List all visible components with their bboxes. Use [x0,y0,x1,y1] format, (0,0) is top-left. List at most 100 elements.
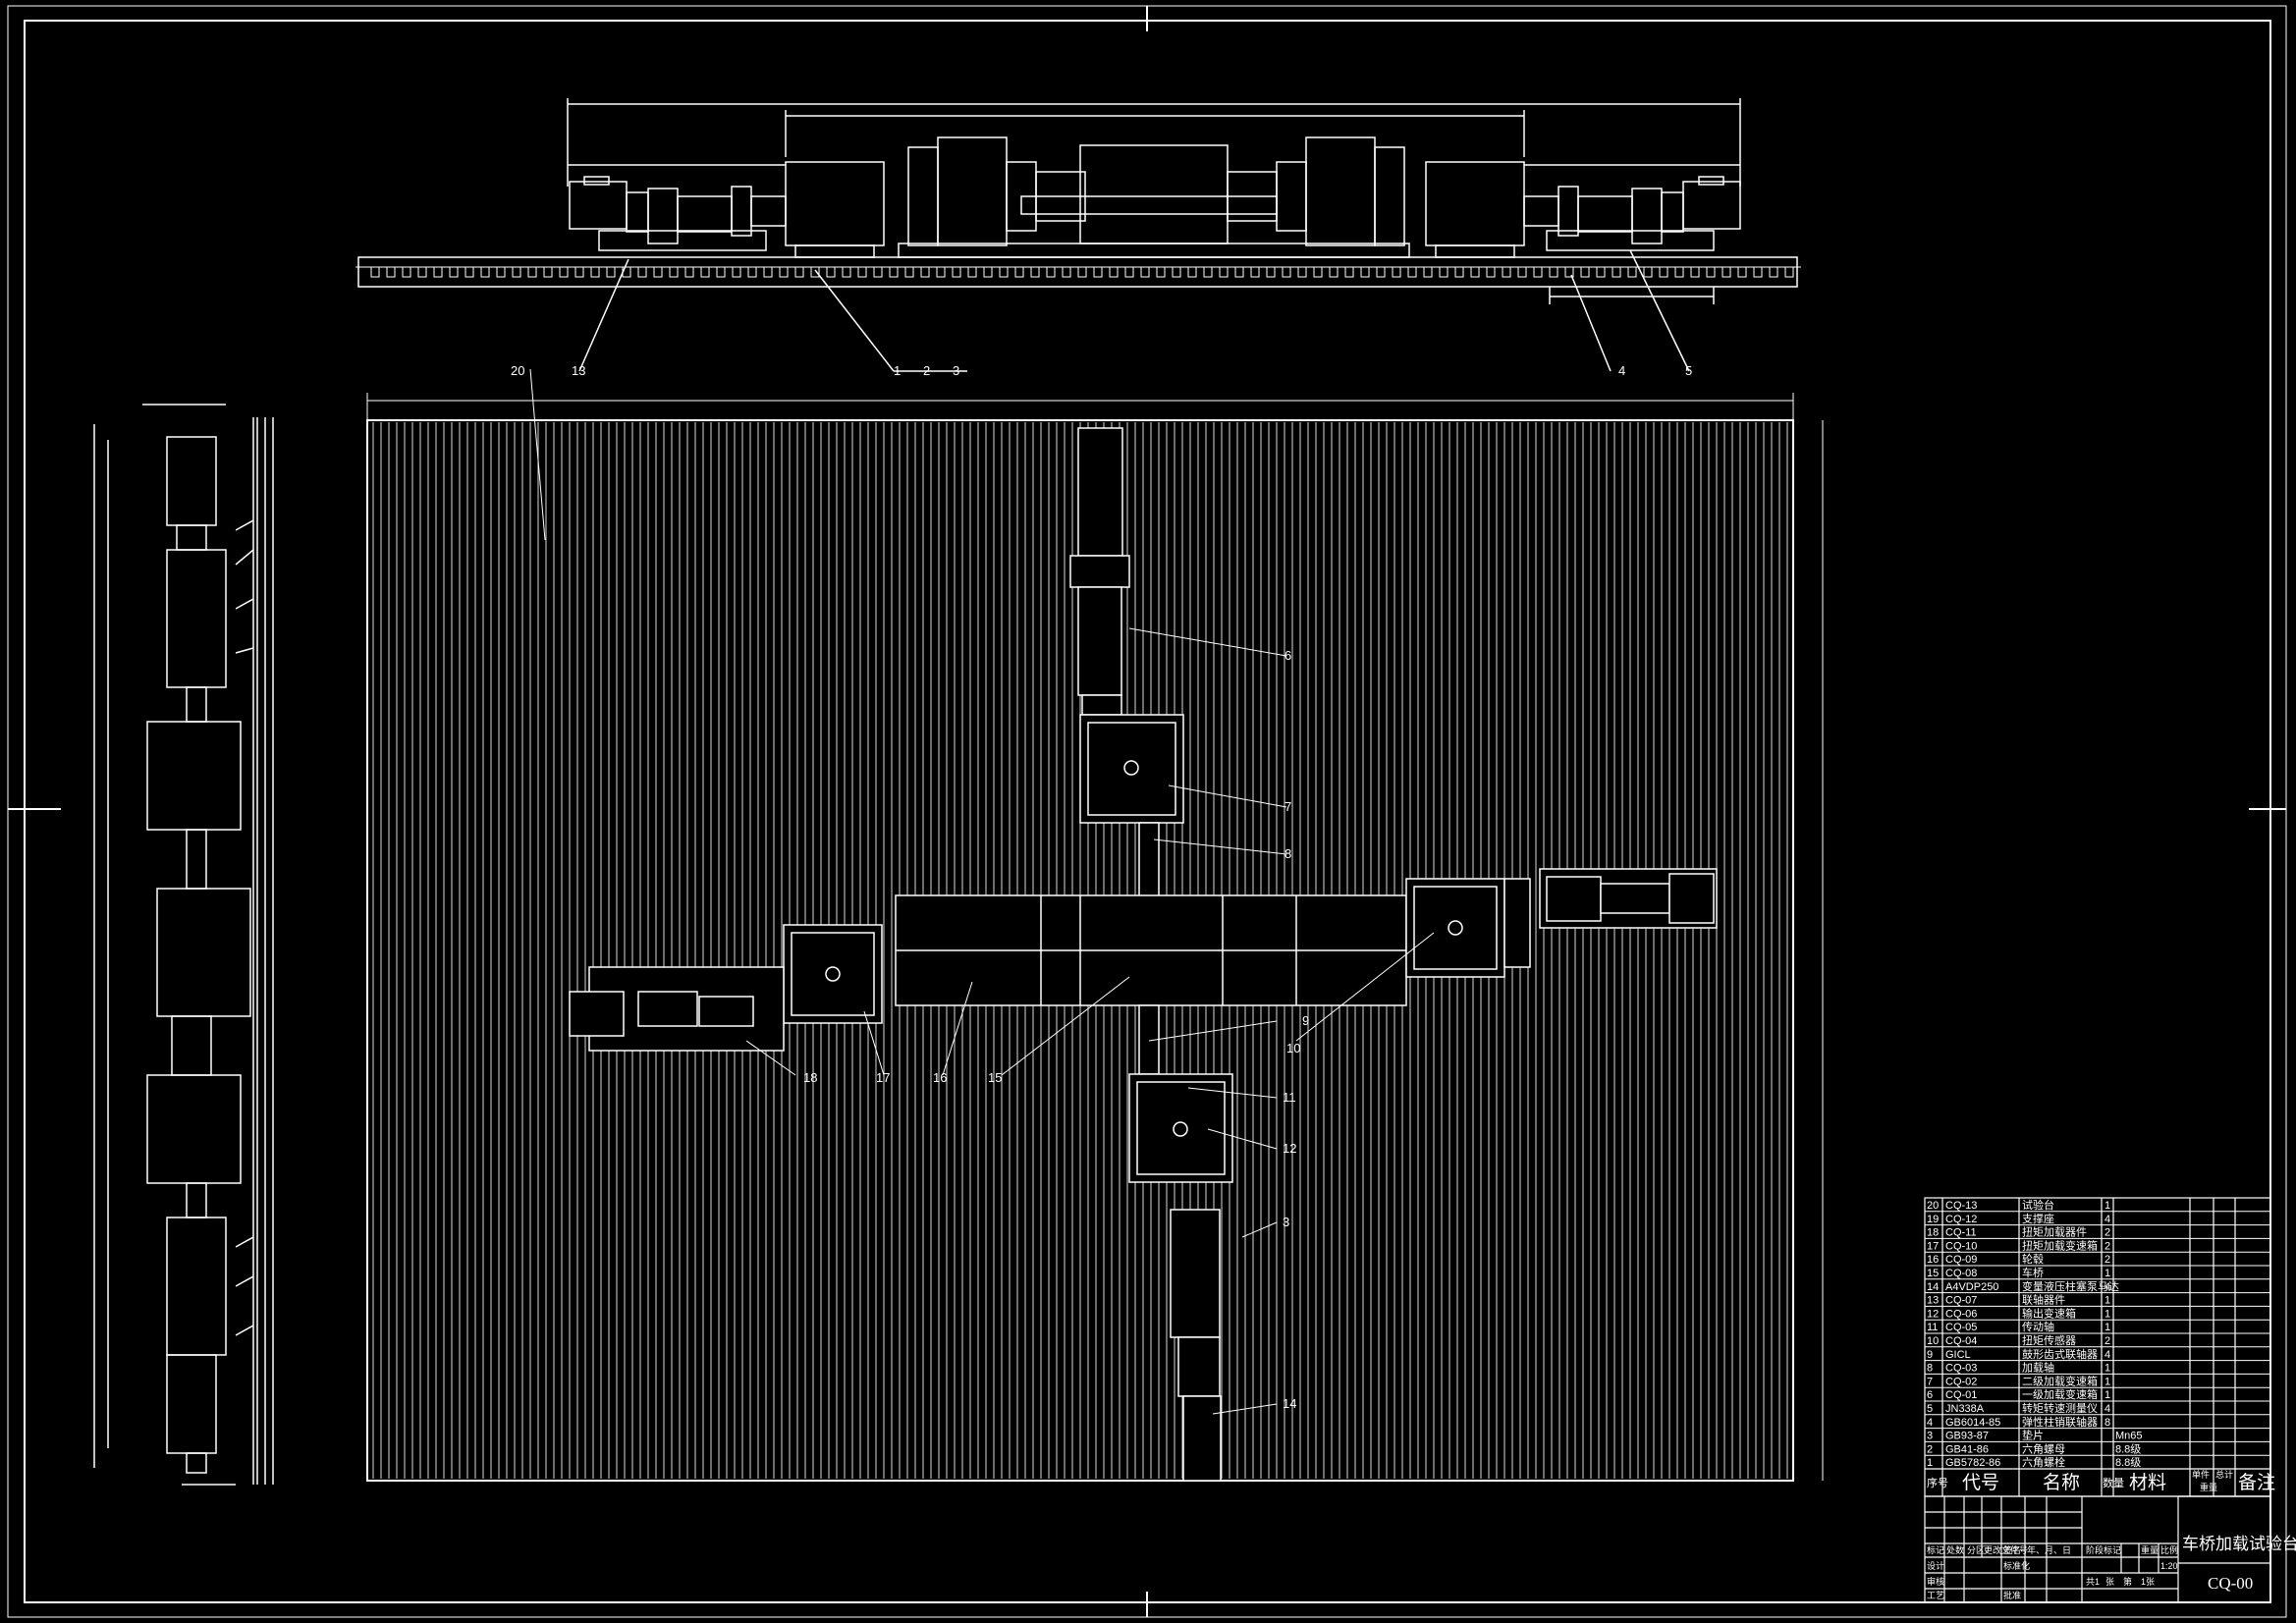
bom-name: 扭矩传感器 [2022,1333,2076,1347]
bom-name: 输出变速箱 [2022,1306,2076,1320]
bom-header-seq: 序号 [1927,1476,1948,1489]
bom-name: 车桥 [2022,1266,2044,1279]
tb-sheet-current: 1张 [2141,1577,2155,1587]
tb-signature: 签名 [2003,1544,2021,1555]
callout-16: 16 [933,1070,947,1085]
tb-approve: 批准 [2003,1590,2021,1600]
bom-seq: 9 [1927,1349,1933,1361]
bom-qty: 8 [2105,1417,2110,1429]
bom-code: CQ-05 [1945,1322,1977,1333]
callout-11: 11 [1283,1090,1296,1105]
callout-7: 7 [1285,799,1291,814]
title-block: 标记 处数 分区 更改文件号 签名 年、月、日 设计 标准化 阶段标记 重量 比… [1924,1495,2296,1603]
bom-qty: 1 [2105,1363,2110,1375]
tb-count: 处数 [1946,1544,1964,1555]
callout-17: 17 [876,1070,890,1085]
bom-qty: 4 [2105,1349,2110,1361]
bom-qty: 4 [2105,1281,2110,1293]
bom-header-unit-weight: 单件 [2192,1469,2210,1480]
bom-code: CQ-13 [1945,1200,1977,1212]
bom-seq: 3 [1927,1431,1933,1442]
tb-mark: 标记 [1927,1544,1944,1555]
bom-code: GB6014-85 [1945,1417,2000,1429]
bom-qty: 2 [2105,1254,2110,1266]
bom-code: CQ-10 [1945,1240,1977,1252]
front-elevation-view [355,98,1801,372]
plan-view [366,368,1824,1482]
callout-1: 1 [894,363,901,378]
callout-2: 2 [923,363,930,378]
bom-code: CQ-12 [1945,1214,1977,1225]
bom-name: 扭矩加载变速箱 [2022,1238,2098,1252]
tb-sheet-no: 第 [2123,1576,2132,1587]
bom-qty: 4 [2105,1403,2110,1415]
tb-sheet-total: 共1 [2086,1577,2100,1587]
bom-qty: 2 [2105,1240,2110,1252]
callout-3-top: 3 [953,363,959,378]
bom-qty: 4 [2105,1214,2110,1225]
bom-name: 轮毂 [2022,1252,2044,1266]
callout-15: 15 [988,1070,1002,1085]
bom-header-name: 名称 [2043,1472,2080,1493]
side-view [93,404,274,1486]
bom-name: 弹性柱销联轴器 [2022,1415,2098,1429]
bom-seq: 4 [1927,1417,1933,1429]
bom-seq: 15 [1927,1268,1939,1279]
tb-designer: 设计 [1927,1560,1944,1571]
bom-qty: 1 [2105,1268,2110,1279]
bom-seq: 7 [1927,1376,1933,1387]
bom-header-material: 材料 [2129,1472,2166,1493]
bom-seq: 5 [1927,1403,1933,1415]
callout-13: 13 [572,363,585,378]
tb-process: 工艺 [1927,1591,1944,1600]
bom-qty: 1 [2105,1295,2110,1307]
bom-code: GB41-86 [1945,1443,1989,1455]
bom-material: Mn65 [2115,1431,2143,1442]
bom-name: 扭矩加载器件 [2022,1225,2087,1239]
bom-name: 转矩转速测量仪 [2022,1401,2098,1415]
bom-code: GICL [1945,1349,1971,1361]
bom-name: 联轴器件 [2022,1293,2065,1307]
bom-material: 8.8级 [2115,1456,2141,1469]
bom-seq: 10 [1927,1335,1939,1347]
tb-zone: 分区 [1967,1545,1985,1555]
bom-seq: 16 [1927,1254,1939,1266]
bom-header-code: 代号 [1962,1472,1999,1493]
bom-material: 8.8级 [2115,1442,2141,1455]
bom-code: GB5782-86 [1945,1457,2000,1469]
callout-6: 6 [1285,648,1291,663]
bom-qty: 1 [2105,1389,2110,1401]
tb-weight: 重量 [2141,1544,2159,1555]
bom-qty: 1 [2105,1200,2110,1212]
drawing-number: CQ-00 [2208,1574,2253,1593]
bom-code: JN338A [1945,1403,1985,1415]
callout-14: 14 [1283,1396,1296,1411]
bom-seq: 12 [1927,1308,1939,1320]
tb-standardization: 标准化 [2003,1560,2030,1571]
bom-name: 加载轴 [2022,1361,2054,1375]
bom-code: CQ-09 [1945,1254,1977,1266]
bom-name: 变量液压柱塞泵马达 [2022,1279,2119,1293]
bom-seq: 19 [1927,1214,1939,1225]
tb-stage-mark: 阶段标记 [2086,1544,2121,1555]
bom-name: 六角螺栓 [2022,1455,2065,1469]
bom-header-remark: 备注 [2238,1472,2275,1493]
bom-code: CQ-01 [1945,1389,1977,1401]
bom-header-qty: 数量 [2103,1477,2124,1489]
bom-name: 试验台 [2022,1198,2054,1212]
bom-seq: 14 [1927,1281,1939,1293]
bom-name: 一级加载变速箱 [2022,1387,2098,1401]
callout-9: 9 [1302,1013,1309,1028]
callout-3-bottom: 3 [1283,1215,1289,1229]
bom-name: 二级加载变速箱 [2022,1374,2098,1387]
callout-18: 18 [803,1070,817,1085]
tb-date: 年、月、日 [2027,1544,2071,1555]
bom-seq: 1 [1927,1457,1933,1469]
callout-12: 12 [1283,1141,1296,1156]
bom-code: A4VDP250 [1945,1281,1998,1293]
bom-qty: 1 [2105,1308,2110,1320]
bom-code: CQ-11 [1945,1227,1977,1239]
tb-scale: 1:20 [2160,1561,2178,1571]
